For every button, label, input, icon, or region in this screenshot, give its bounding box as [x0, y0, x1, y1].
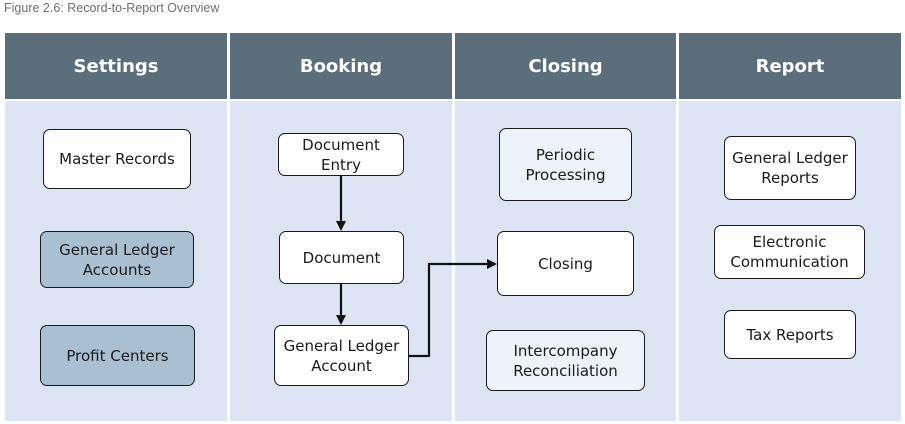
- column-header-booking: Booking: [230, 33, 452, 99]
- box-electronic-communication: Electronic Communication: [714, 225, 865, 279]
- box-general-ledger-accounts: General Ledger Accounts: [40, 231, 194, 288]
- column-header-closing: Closing: [455, 33, 676, 99]
- figure-caption: Figure 2.6: Record-to-Report Overview: [4, 1, 220, 15]
- box-periodic-processing: Periodic Processing: [499, 128, 632, 201]
- box-document: Document: [279, 231, 404, 284]
- box-general-ledger-account: General Ledger Account: [274, 325, 409, 386]
- box-general-ledger-reports: General Ledger Reports: [724, 136, 856, 200]
- record-to-report-diagram: Settings Booking Closing Report Master R…: [5, 33, 901, 421]
- box-profit-centers: Profit Centers: [40, 325, 195, 386]
- column-header-report: Report: [679, 33, 901, 99]
- box-intercompany-reconciliation: Intercompany Reconciliation: [486, 330, 645, 391]
- box-document-entry: Document Entry: [278, 133, 404, 176]
- column-header-settings: Settings: [5, 33, 227, 99]
- box-closing: Closing: [497, 231, 634, 296]
- box-tax-reports: Tax Reports: [724, 310, 856, 359]
- box-master-records: Master Records: [43, 129, 191, 189]
